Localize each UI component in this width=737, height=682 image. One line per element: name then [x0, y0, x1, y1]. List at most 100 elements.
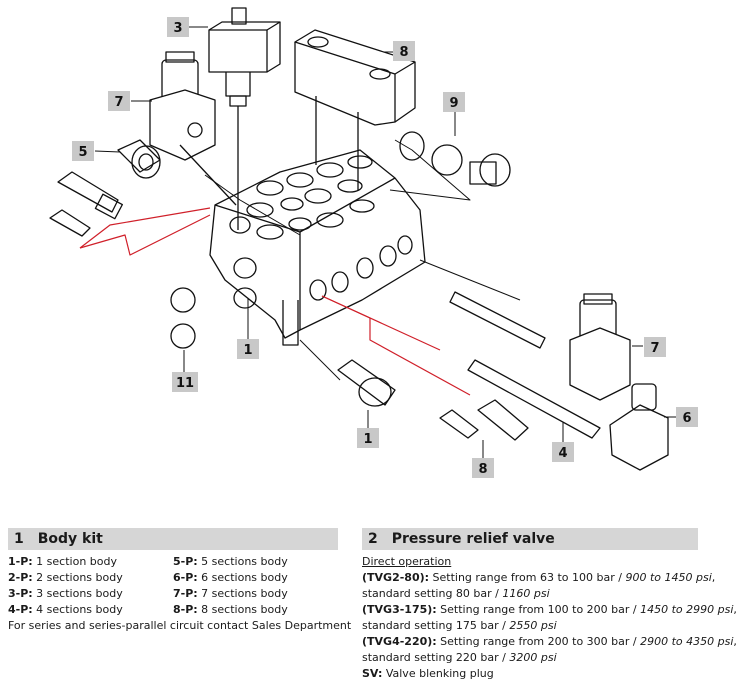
svg-text:9: 9 — [449, 96, 458, 111]
spec-psi: 1450 to 2990 psi — [640, 603, 734, 616]
svg-text:3: 3 — [173, 21, 182, 36]
callout-3: 3 — [167, 17, 189, 37]
callout-1-body: 1 — [237, 339, 259, 359]
spec-text: Setting range from 63 to 100 bar / — [429, 571, 626, 584]
solenoid-cartridge — [208, 7, 281, 230]
item-code: 6-P: — [173, 571, 198, 584]
callout-8-bottom: 8 — [472, 458, 494, 478]
svg-text:4: 4 — [558, 446, 567, 461]
section-number: 2 — [368, 531, 378, 547]
relief-valve-panel: 2 Pressure relief valve Direct operation… — [362, 528, 737, 682]
item-code: 7-P: — [173, 587, 198, 600]
svg-text:8: 8 — [399, 45, 408, 60]
red-leader-lines — [79, 207, 471, 396]
item-text: 4 sections body — [32, 603, 123, 616]
body-kit-item: 3-P: 3 sections body — [8, 586, 173, 602]
callout-6: 6 — [676, 407, 698, 427]
item-text: 3 sections body — [32, 587, 123, 600]
body-kit-item: 5-P: 5 sections body — [173, 554, 338, 570]
callout-5: 5 — [72, 141, 94, 161]
callout-1-relief: 1 — [357, 428, 379, 448]
body-kit-item: 2-P: 2 sections body — [8, 570, 173, 586]
item-text: 1 section body — [32, 555, 117, 568]
svg-text:11: 11 — [176, 376, 194, 391]
spec-psi: 3200 psi — [509, 651, 557, 664]
svg-text:7: 7 — [114, 95, 123, 110]
spec-code: (TVG2-80): — [362, 571, 430, 584]
svg-text:1: 1 — [243, 343, 252, 358]
relief-subheading: Direct operation — [362, 555, 452, 568]
relief-cartridge-left — [49, 171, 124, 237]
callout-7-right: 7 — [644, 337, 666, 357]
item-text: 8 sections body — [197, 603, 288, 616]
relief-spec-rows: (TVG2-80): Setting range from 63 to 100 … — [362, 570, 737, 682]
callout-9: 9 — [443, 92, 465, 112]
spec-psi: 1160 psi — [502, 587, 550, 600]
spec-psi: 2550 psi — [509, 619, 557, 632]
body-kit-note: For series and series-parallel circuit c… — [8, 619, 352, 632]
leader-lines — [94, 26, 676, 460]
spec-text: standard setting 80 bar / — [362, 587, 503, 600]
lever-block — [609, 383, 669, 471]
item-code: 1-P: — [8, 555, 33, 568]
relief-valve-body: Direct operation (TVG2-80): Setting rang… — [362, 554, 737, 682]
relief-spec-row: standard setting 175 bar / 2550 psi — [362, 618, 698, 634]
spec-text: standard setting 175 bar / — [362, 619, 510, 632]
body-kit-item: 7-P: 7 sections body — [173, 586, 338, 602]
section-number: 1 — [14, 531, 24, 547]
item-code: 2-P: — [8, 571, 33, 584]
item-code: 8-P: — [173, 603, 198, 616]
relief-valve-bottom — [337, 359, 396, 407]
bottom-fittings — [439, 399, 529, 441]
item-code: 4-P: — [8, 603, 33, 616]
spec-sep: , — [711, 571, 716, 584]
item-text: 6 sections body — [197, 571, 288, 584]
solenoid-coil-left — [149, 51, 237, 206]
callout-7-left: 7 — [108, 91, 130, 111]
spec-psi: 2900 to 4350 psi — [640, 635, 734, 648]
spec-sep: , — [733, 635, 737, 648]
block-cover — [294, 29, 416, 190]
section-title: Pressure relief valve — [391, 531, 555, 547]
relief-spec-row: standard setting 80 bar / 1160 psi — [362, 586, 698, 602]
relief-spec-row: (TVG3-175): Setting range from 100 to 20… — [362, 602, 737, 618]
body-kit-item: 4-P: 4 sections body — [8, 602, 173, 618]
callout-11: 11 — [172, 372, 198, 392]
spec-code: (TVG4-220): — [362, 635, 437, 648]
spec-text: Setting range from 200 to 300 bar / — [436, 635, 641, 648]
section-title: Body kit — [37, 531, 103, 547]
solenoid-coil-right — [569, 293, 631, 401]
item-code: 3-P: — [8, 587, 33, 600]
spec-sep: , — [733, 603, 737, 616]
item-text: 7 sections body — [197, 587, 288, 600]
spec-code: SV: — [362, 667, 383, 680]
body-kit-item: 8-P: 8 sections body — [173, 602, 338, 618]
port-fittings — [399, 131, 511, 187]
item-code: 5-P: — [173, 555, 198, 568]
body-kit-item: 1-P: 1 section body — [8, 554, 173, 570]
spec-code: (TVG3-175): — [362, 603, 437, 616]
valve-body — [209, 149, 426, 346]
svg-text:8: 8 — [478, 462, 487, 477]
svg-text:6: 6 — [682, 411, 691, 426]
svg-text:7: 7 — [650, 341, 659, 356]
body-kit-item: 6-P: 6 sections body — [173, 570, 338, 586]
svg-text:1: 1 — [363, 432, 372, 447]
relief-spec-row: (TVG2-80): Setting range from 63 to 100 … — [362, 570, 715, 586]
item-text: 2 sections body — [32, 571, 123, 584]
spec-text: Setting range from 100 to 200 bar / — [436, 603, 641, 616]
svg-text:5: 5 — [78, 145, 87, 160]
spec-text: standard setting 220 bar / — [362, 651, 510, 664]
relief-valve-header: 2 Pressure relief valve — [362, 528, 698, 550]
relief-spec-row: SV: Valve blenking plug — [362, 666, 698, 682]
callout-4: 4 — [552, 442, 574, 462]
flange-adapter — [117, 139, 161, 179]
body-kit-header: 1 Body kit — [8, 528, 338, 550]
port-plugs — [170, 287, 196, 349]
item-text: 5 sections body — [197, 555, 288, 568]
spools — [449, 291, 601, 439]
